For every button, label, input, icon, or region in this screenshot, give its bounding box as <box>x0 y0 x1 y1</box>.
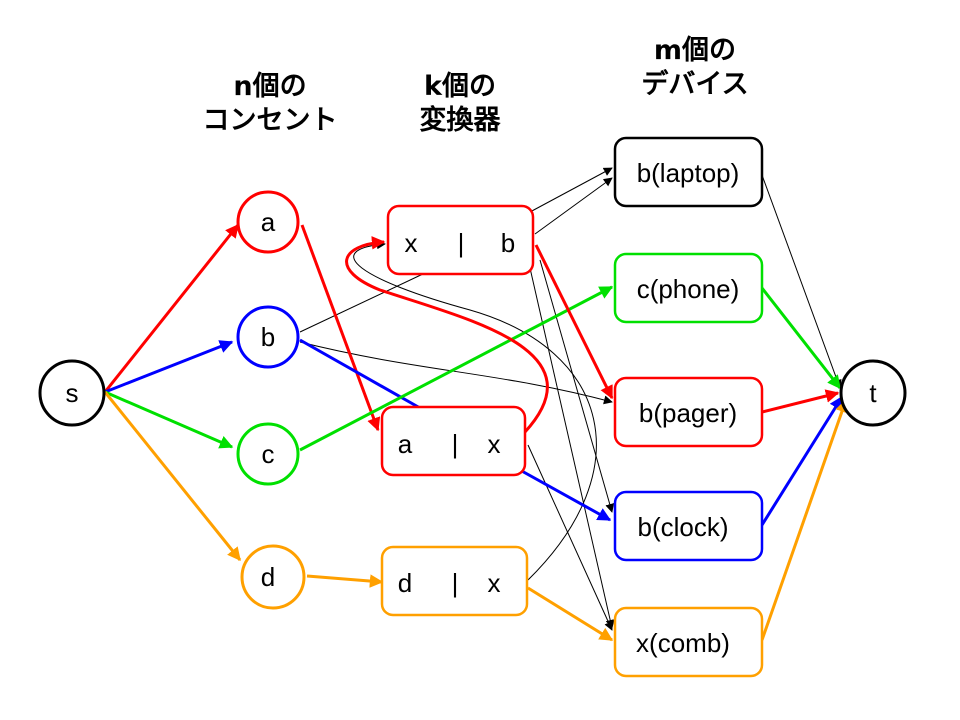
edge-dx-to-xb <box>353 240 597 581</box>
device-laptop: b(laptop) <box>613 136 764 208</box>
node-sink: t <box>839 359 907 427</box>
edge-a-to-ax <box>300 224 381 432</box>
converter-x-b-right: b <box>501 228 515 258</box>
converter-x-b-left: x <box>405 228 418 258</box>
thin-edges <box>299 167 842 631</box>
outlets-header: n個の コンセント <box>200 70 340 138</box>
node-outlet-c-label: c <box>262 439 275 469</box>
edge-clock-to-t <box>760 395 844 526</box>
device-laptop-label: b(laptop) <box>637 158 740 188</box>
node-outlet-b: b <box>236 305 300 369</box>
edge-s-to-b <box>104 340 234 394</box>
converter-a-x: a | x <box>380 405 527 477</box>
devices-header-line2: デバイス <box>641 69 749 100</box>
node-outlet-d-label: d <box>261 562 275 592</box>
converter-a-x-right: x <box>488 429 501 459</box>
edge-dx-to-comb <box>527 586 614 642</box>
edge-b-to-xb <box>299 272 426 333</box>
edge-xb-to-pager <box>534 244 614 400</box>
node-source-label: s <box>66 378 79 408</box>
device-clock: b(clock) <box>613 490 764 562</box>
edge-xb-to-laptop-2 <box>534 177 613 235</box>
converters-header-line1: k個の <box>424 71 496 102</box>
converter-d-x: d | x <box>380 545 529 617</box>
edge-xb-to-laptop <box>529 167 613 213</box>
edge-phone-to-t <box>760 287 842 390</box>
converter-d-x-right: x <box>488 568 501 598</box>
node-outlet-b-label: b <box>261 322 275 352</box>
device-pager-label: b(pager) <box>639 398 737 428</box>
edge-s-to-a <box>103 223 240 393</box>
node-source: s <box>38 359 106 427</box>
converter-a-x-sep: | <box>452 429 459 459</box>
device-comb: x(comb) <box>613 606 764 678</box>
node-outlet-c: c <box>236 422 300 486</box>
edge-c-to-phone <box>299 285 614 452</box>
edge-laptop-to-t <box>761 174 842 389</box>
edge-xb-to-comb <box>529 267 615 629</box>
converter-x-b-sep: | <box>458 228 465 258</box>
edge-xb-to-clock <box>539 259 615 513</box>
converters-header: k個の 変換器 <box>390 70 530 138</box>
device-pager: b(pager) <box>613 376 764 448</box>
converter-a-x-left: a <box>398 429 413 459</box>
node-outlet-a: a <box>236 190 300 254</box>
node-sink-label: t <box>869 378 877 408</box>
outlets-header-line1: n個の <box>233 71 307 102</box>
edge-ax-to-xb <box>345 236 549 434</box>
edge-pager-to-t <box>761 389 840 414</box>
converter-x-b: x | b <box>386 204 535 276</box>
converter-d-x-left: d <box>398 568 412 598</box>
edge-comb-to-t <box>760 398 849 641</box>
edge-s-to-c <box>104 390 234 449</box>
converter-d-x-sep: | <box>452 568 459 598</box>
devices-header-line1: m個の <box>653 35 737 66</box>
converters-header-line2: 変換器 <box>419 105 501 136</box>
edge-ax-to-comb <box>527 444 613 631</box>
edge-d-to-dx <box>306 574 384 588</box>
devices-header: m個の デバイス <box>620 34 770 102</box>
device-phone-label: c(phone) <box>637 274 740 304</box>
node-outlet-a-label: a <box>261 207 276 237</box>
node-outlet-d: d <box>240 544 306 610</box>
edge-b-to-pager <box>299 341 613 405</box>
edge-s-to-d <box>103 391 242 562</box>
device-phone: c(phone) <box>613 252 764 324</box>
device-comb-label: x(comb) <box>636 628 730 658</box>
outlets-header-line2: コンセント <box>202 105 338 136</box>
device-clock-label: b(clock) <box>637 512 728 542</box>
